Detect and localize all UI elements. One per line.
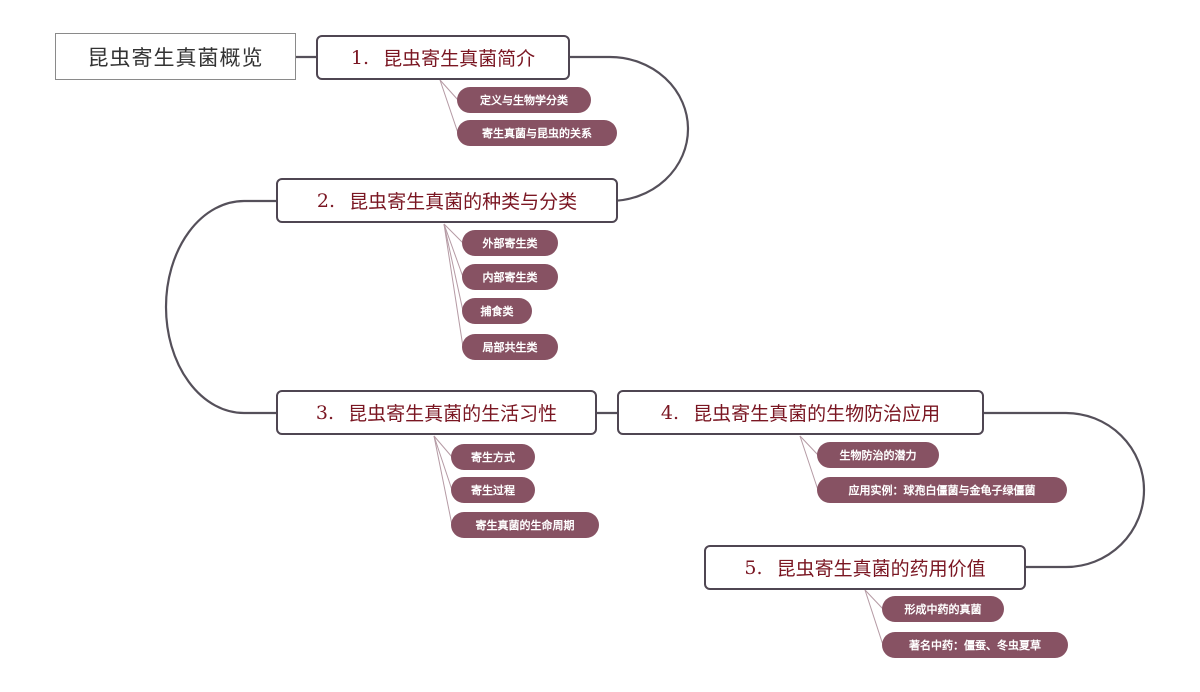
- topic-1-branch-1: [439, 79, 459, 101]
- sub-label: 寄生方式: [471, 451, 515, 464]
- topic-2-branch-3: [443, 223, 464, 312]
- topic-5-title: 昆虫寄生真菌的药用价值: [776, 558, 986, 580]
- root-title: 昆虫寄生真菌概览: [87, 45, 264, 70]
- root-topic[interactable]: 昆虫寄生真菌概览: [55, 33, 296, 80]
- sub-label: 寄生过程: [471, 484, 515, 497]
- topic-3-branch-2: [433, 435, 453, 491]
- topic-4-to-topic-5-curve: [984, 411, 1146, 569]
- topic-4[interactable]: 4. 昆虫寄生真菌的生物防治应用: [617, 390, 984, 435]
- topic-5-branch-2: [864, 589, 884, 646]
- topic-2-branch-4: [443, 223, 464, 348]
- topic-3-title: 昆虫寄生真菌的生活习性: [348, 403, 558, 425]
- sub-label: 寄生真菌与昆虫的关系: [482, 127, 592, 140]
- topic-2-branch-1: [443, 223, 464, 244]
- sub-label: 外部寄生类: [482, 237, 538, 250]
- topic-2-to-topic-3-curve: [164, 199, 276, 415]
- topic-4-number: 4.: [660, 401, 680, 424]
- sub-label: 内部寄生类: [482, 271, 538, 284]
- sub-label: 著名中药：僵蚕、冬虫夏草: [909, 639, 1041, 652]
- topic-2-sub-2[interactable]: 内部寄生类: [462, 264, 558, 290]
- sub-label: 形成中药的真菌: [904, 603, 982, 616]
- topic-4-sub-2[interactable]: 应用实例：球孢白僵菌与金龟子绿僵菌: [817, 477, 1067, 503]
- topic-2-sub-4[interactable]: 局部共生类: [462, 334, 558, 360]
- sub-label: 寄生真菌的生命周期: [475, 519, 575, 532]
- topic-2-branch-2: [443, 223, 464, 278]
- topic-1-title: 昆虫寄生真菌简介: [383, 48, 536, 70]
- topic-3-number: 3.: [315, 401, 335, 424]
- sub-label: 定义与生物学分类: [480, 94, 568, 107]
- topic-4-title: 昆虫寄生真菌的生物防治应用: [693, 403, 941, 425]
- sub-label: 生物防治的潜力: [839, 449, 917, 462]
- topic-2-sub-3[interactable]: 捕食类: [462, 298, 532, 324]
- topic-5-number: 5.: [744, 556, 763, 579]
- topic-3-branch-3: [433, 435, 453, 526]
- topic-5[interactable]: 5. 昆虫寄生真菌的药用价值: [704, 545, 1026, 590]
- sub-label: 局部共生类: [482, 341, 538, 354]
- topic-2-title: 昆虫寄生真菌的种类与分类: [349, 191, 578, 213]
- topic-5-sub-1[interactable]: 形成中药的真菌: [882, 596, 1004, 622]
- topic-3-sub-2[interactable]: 寄生过程: [451, 477, 535, 503]
- topic-1-branch-2: [439, 79, 459, 134]
- topic-1-sub-1[interactable]: 定义与生物学分类: [457, 87, 591, 113]
- sub-label: 捕食类: [480, 305, 514, 318]
- topic-5-branch-1: [864, 589, 884, 610]
- topic-1-to-topic-2-curve: [570, 55, 690, 203]
- topic-3-branch-1: [433, 435, 453, 458]
- topic-1-number: 1.: [350, 46, 370, 69]
- topic-2-sub-1[interactable]: 外部寄生类: [462, 230, 558, 256]
- topic-2[interactable]: 2. 昆虫寄生真菌的种类与分类: [276, 178, 618, 223]
- topic-1-sub-2[interactable]: 寄生真菌与昆虫的关系: [457, 120, 617, 146]
- topic-4-branch-1: [799, 435, 819, 456]
- topic-1[interactable]: 1. 昆虫寄生真菌简介: [316, 35, 570, 80]
- topic-3[interactable]: 3. 昆虫寄生真菌的生活习性: [276, 390, 597, 435]
- topic-5-sub-2[interactable]: 著名中药：僵蚕、冬虫夏草: [882, 632, 1068, 658]
- topic-4-branch-2: [799, 435, 819, 491]
- topic-4-sub-1[interactable]: 生物防治的潜力: [817, 442, 939, 468]
- topic-3-sub-3[interactable]: 寄生真菌的生命周期: [451, 512, 599, 538]
- topic-3-sub-1[interactable]: 寄生方式: [451, 444, 535, 470]
- topic-2-number: 2.: [316, 189, 336, 212]
- sub-label: 应用实例：球孢白僵菌与金龟子绿僵菌: [848, 484, 1036, 497]
